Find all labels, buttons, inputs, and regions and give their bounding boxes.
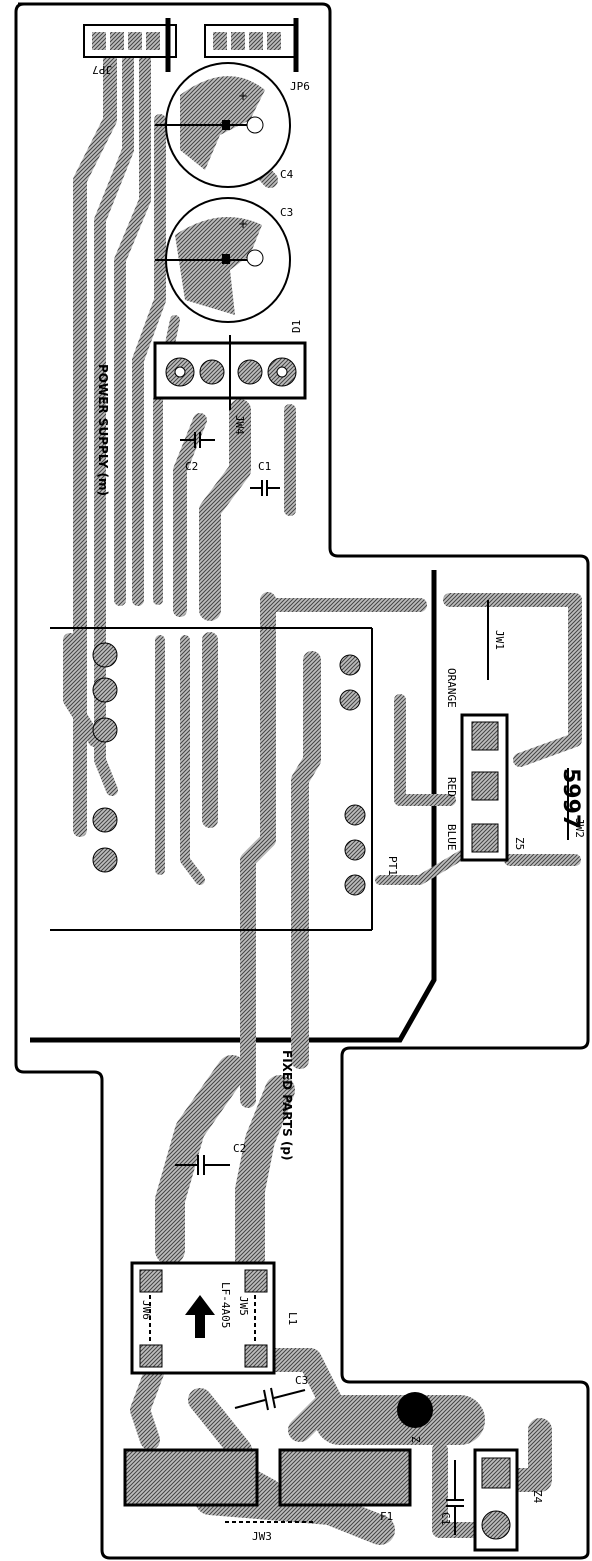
- capacitor-c1-bottom: [446, 1460, 464, 1535]
- label-c1-top: C1: [258, 460, 271, 473]
- connector-z4: [473, 1448, 519, 1552]
- label-power-supply: POWER SUPPLY (m): [96, 364, 110, 496]
- capacitor-c1-top: [250, 480, 280, 496]
- label-jw1: JW1: [493, 630, 506, 650]
- jp7-connector: [83, 18, 177, 72]
- label-fixed-parts: FIXED PARTS (p): [280, 1050, 294, 1161]
- label-jp7: JP7: [92, 63, 112, 76]
- label-board-number: 5997: [558, 768, 583, 829]
- capacitor-c4: [155, 62, 291, 188]
- label-f1: F1: [380, 1510, 393, 1523]
- board-outline: [14, 2, 590, 1560]
- label-jw5: JW5: [237, 1296, 250, 1316]
- label-l1: L1: [286, 1312, 299, 1325]
- label-z-mark: Z: [409, 1436, 422, 1443]
- label-lf: LF-4A05: [219, 1282, 232, 1328]
- label-z5: Z5: [513, 837, 526, 850]
- diode-d1: [153, 335, 307, 410]
- label-blue: BLUE: [445, 824, 458, 851]
- connector-z5: [460, 713, 509, 862]
- label-d1: D1: [290, 320, 303, 333]
- section-divider: [30, 570, 437, 1043]
- capacitor-c2-bottom: [175, 1155, 230, 1175]
- label-jw2: JW2: [573, 818, 586, 838]
- label-pt1: PT1: [386, 856, 399, 876]
- transformer-pt1: [50, 627, 373, 931]
- label-c1-bottom: C1: [439, 1512, 452, 1525]
- label-c3-bottom: C3: [295, 1374, 308, 1387]
- label-jw6: JW6: [140, 1300, 153, 1320]
- label-jp6: JP6: [290, 80, 310, 93]
- label-c2-bottom: C2: [233, 1142, 246, 1155]
- capacitor-c3-bottom: [234, 1387, 306, 1411]
- jp6-connector: [204, 18, 299, 72]
- power-supply-traces: [63, 53, 582, 1108]
- capacitor-c2-top: [180, 432, 215, 448]
- label-red: RED: [445, 777, 458, 797]
- power-supply-pads: [92, 642, 366, 896]
- label-jw3: JW3: [252, 1530, 272, 1543]
- inductor-l1: [130, 1261, 276, 1375]
- label-plus-c3: +: [238, 217, 248, 231]
- label-jw4: JW4: [233, 415, 246, 435]
- label-plus-c4: +: [238, 89, 248, 103]
- label-z4: Z4: [531, 1490, 544, 1504]
- label-c3-top: C3: [280, 206, 293, 219]
- label-c4: C4: [280, 168, 294, 181]
- capacitor-c3-top: [155, 197, 291, 323]
- pad-left-large: [123, 1448, 259, 1507]
- pad-right-large: [278, 1448, 412, 1507]
- label-c2-top: C2: [185, 460, 198, 473]
- mounting-dot: [397, 1392, 433, 1428]
- label-orange: ORANGE: [445, 668, 458, 708]
